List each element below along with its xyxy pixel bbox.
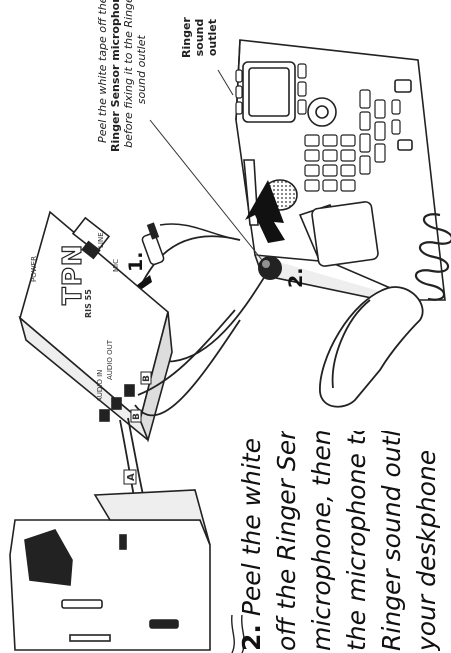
handset-coiled-cord xyxy=(414,213,451,301)
cable-tag-a-label: A xyxy=(126,473,137,481)
ringer-leader xyxy=(217,69,234,96)
cable-tag-b-label-2: B xyxy=(132,413,142,420)
instruction-line-1: 2. Peel the white tape xyxy=(234,431,269,651)
deskphone xyxy=(235,39,446,306)
ringer-label-line-1: Ringer xyxy=(180,17,193,58)
microphone-plug xyxy=(141,222,241,266)
callout-line-3: before fixing it to the Ringer xyxy=(122,0,135,148)
phone-soft-keys xyxy=(235,63,307,115)
callout-line-4: sound outlet xyxy=(135,35,148,105)
device-cables xyxy=(119,309,241,521)
ringer-outlet-label: Ringer sound outlet xyxy=(180,17,219,58)
ringer-label-line-2: sound xyxy=(193,18,206,57)
audio-port-1 xyxy=(124,384,135,397)
step-1-number: 1. xyxy=(125,251,147,272)
port-label-line: LINE xyxy=(97,232,105,248)
port-label-audio-out: AUDIO OUT xyxy=(106,339,114,380)
instruction-line-1-text: Peel the white tape xyxy=(237,431,266,625)
audio-port-2 xyxy=(111,397,122,410)
port-label-power: POWER xyxy=(30,256,38,282)
instruction-line-5: Ringer sound outlet on xyxy=(377,431,406,651)
instruction-text: 2. Peel the white tape off the Ringer Se… xyxy=(234,431,444,651)
cable-tag-b-label-1: B xyxy=(142,375,152,382)
port-label-mic: MIC xyxy=(112,259,120,272)
instruction-step-number: 2. xyxy=(237,624,266,651)
base-unit xyxy=(9,489,211,651)
cable-tag-b-2 xyxy=(130,409,142,423)
cable-tag-b-1 xyxy=(140,371,152,385)
callout-leader xyxy=(149,119,263,261)
tpn-device xyxy=(18,210,173,443)
step-2-arrow xyxy=(245,180,285,243)
handset-cradle xyxy=(311,201,379,267)
instruction-line-2: off the Ringer Sensor xyxy=(272,431,301,651)
audio-port-3 xyxy=(99,409,110,422)
instruction-line-6: your deskphone xyxy=(412,449,441,651)
ringer-label-line-3: outlet xyxy=(206,19,219,57)
port-label-audio-in: AUDIO IN xyxy=(96,369,104,402)
callout-line-1: Peel the white tape off the xyxy=(96,0,109,143)
device-model: RIS 55 xyxy=(84,289,93,318)
phone-keypad xyxy=(304,89,401,192)
step-2-number: 2. xyxy=(285,267,307,288)
handset xyxy=(319,286,424,408)
tape-callout: Peel the white tape off the Ringer Senso… xyxy=(96,0,148,152)
instruction-line-4: the microphone to the xyxy=(342,431,371,651)
cable-tag-a xyxy=(123,469,137,485)
callout-line-2: Ringer Sensor microphone xyxy=(109,0,122,152)
instruction-line-3: microphone, then fix xyxy=(307,431,336,651)
